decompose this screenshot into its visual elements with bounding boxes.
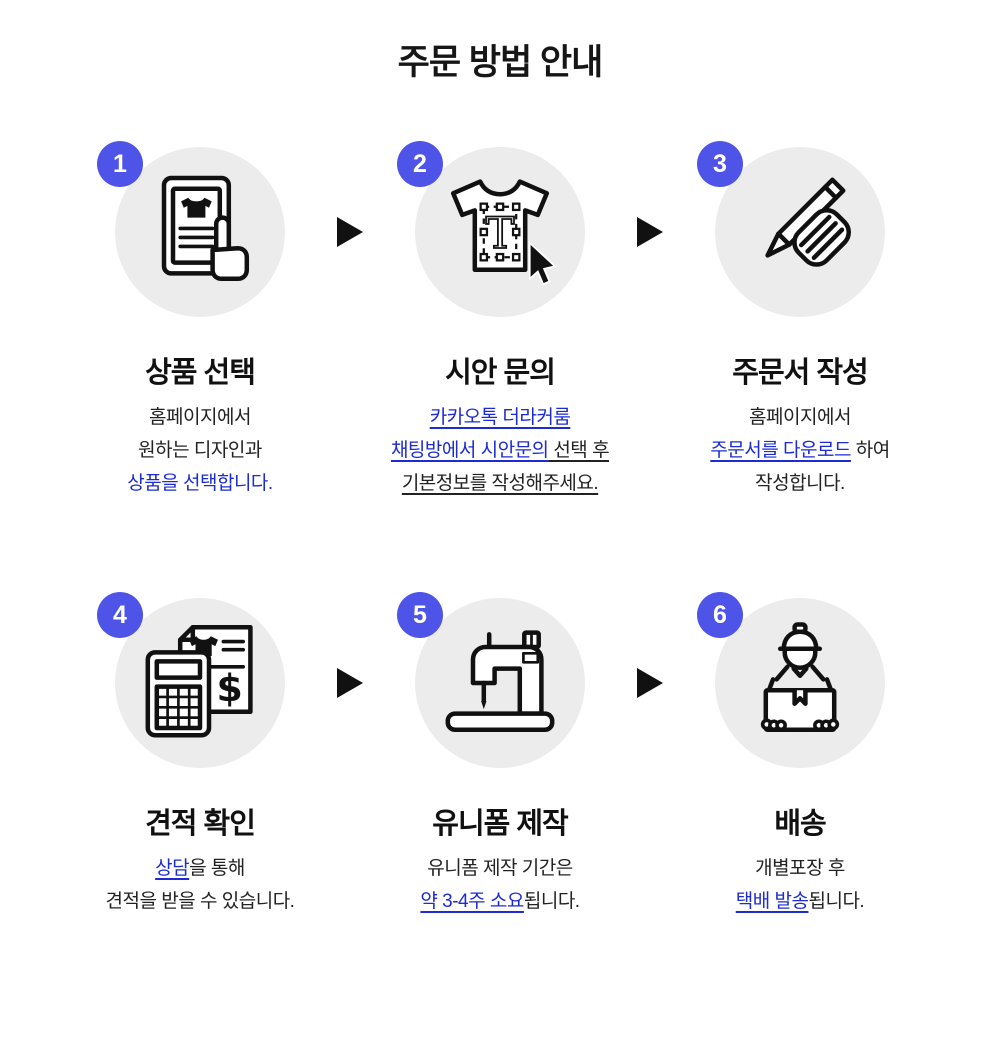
step-6: 6	[650, 592, 950, 918]
desc-link[interactable]: 약 3-4주 소요	[420, 891, 524, 912]
step-number-badge: 1	[97, 141, 143, 187]
desc-text: 을 통해	[189, 858, 245, 879]
step-2-icon-area: 2 T	[350, 141, 650, 329]
desc-text: 기본정보를 작성해주세요.	[401, 473, 599, 494]
desc-text: 상품을 선택합니다.	[127, 473, 273, 494]
step-number-badge: 2	[397, 141, 443, 187]
step-title: 주문서 작성	[732, 357, 868, 389]
desc-text: 됩니다.	[523, 891, 580, 912]
tablet-product-select-icon	[115, 147, 285, 317]
svg-text:$: $	[217, 666, 243, 710]
tshirt-design-cursor-icon: T	[415, 147, 585, 317]
desc-link[interactable]: 택배 발송	[735, 891, 809, 912]
desc-line: 기본정보를 작성해주세요.	[350, 467, 650, 500]
desc-line: 원하는 디자인과	[50, 434, 350, 467]
desc-line: 유니폼 제작 기간은	[350, 852, 650, 885]
desc-line: 약 3-4주 소요됩니다.	[350, 885, 650, 918]
step-2: 2 T	[350, 141, 650, 500]
arrow-right-icon	[634, 668, 666, 698]
step-1-icon-area: 1	[50, 141, 350, 329]
step-number-badge: 4	[97, 592, 143, 638]
desc-line: 홈페이지에서	[50, 401, 350, 434]
step-3-icon-area: 3	[650, 141, 950, 329]
arrow-right-icon	[334, 217, 366, 247]
step-number-badge: 3	[697, 141, 743, 187]
desc-text: 견적을 받을 수 있습니다.	[105, 891, 295, 912]
calculator-invoice-icon: $	[115, 598, 285, 768]
step-title: 시안 문의	[445, 357, 556, 389]
desc-text: 작성합니다.	[755, 473, 845, 494]
arrow-right-icon	[334, 668, 366, 698]
step-number-badge: 6	[697, 592, 743, 638]
desc-link[interactable]: 채팅방에서 시안문의	[390, 440, 549, 461]
step-row-1: 1	[50, 141, 950, 500]
hand-writing-pen-icon	[715, 147, 885, 317]
desc-line: 상담을 통해	[50, 852, 350, 885]
desc-line: 주문서를 다운로드 하여	[650, 434, 950, 467]
step-1: 1	[50, 141, 350, 500]
desc-link[interactable]: 주문서를 다운로드	[710, 440, 851, 461]
desc-line: 견적을 받을 수 있습니다.	[50, 885, 350, 918]
page-title: 주문 방법 안내	[397, 43, 604, 82]
step-3: 3	[650, 141, 950, 500]
desc-text: 홈페이지에서	[749, 407, 851, 428]
sewing-machine-icon	[415, 598, 585, 768]
step-number-badge: 5	[397, 592, 443, 638]
courier-box-icon	[715, 598, 885, 768]
step-title: 상품 선택	[145, 357, 256, 389]
desc-link[interactable]: 카카오톡 더라커룸	[429, 407, 571, 428]
desc-link[interactable]: 상담	[155, 858, 190, 879]
desc-line: 상품을 선택합니다.	[50, 467, 350, 500]
desc-text: 개별포장 후	[755, 858, 845, 879]
desc-text: 유니폼 제작 기간은	[427, 858, 573, 879]
desc-line: 개별포장 후	[650, 852, 950, 885]
step-row-2: 4 $	[50, 592, 950, 918]
step-title: 견적 확인	[145, 808, 256, 840]
desc-text: 홈페이지에서	[149, 407, 251, 428]
desc-line: 작성합니다.	[650, 467, 950, 500]
desc-line: 홈페이지에서	[650, 401, 950, 434]
desc-line: 채팅방에서 시안문의 선택 후	[350, 434, 650, 467]
step-4-icon-area: 4 $	[50, 592, 350, 780]
arrow-right-icon	[634, 217, 666, 247]
desc-text: 원하는 디자인과	[138, 440, 262, 461]
desc-line: 카카오톡 더라커룸	[350, 401, 650, 434]
desc-text: 선택 후	[548, 440, 610, 461]
desc-line: 택배 발송됩니다.	[650, 885, 950, 918]
step-title: 배송	[774, 808, 826, 840]
step-6-icon-area: 6	[650, 592, 950, 780]
svg-text:T: T	[486, 209, 515, 259]
desc-text: 하여	[850, 440, 890, 461]
step-title: 유니폼 제작	[432, 808, 568, 840]
step-5-icon-area: 5	[350, 592, 650, 780]
desc-text: 됩니다.	[808, 891, 865, 912]
step-4: 4 $	[50, 592, 350, 918]
